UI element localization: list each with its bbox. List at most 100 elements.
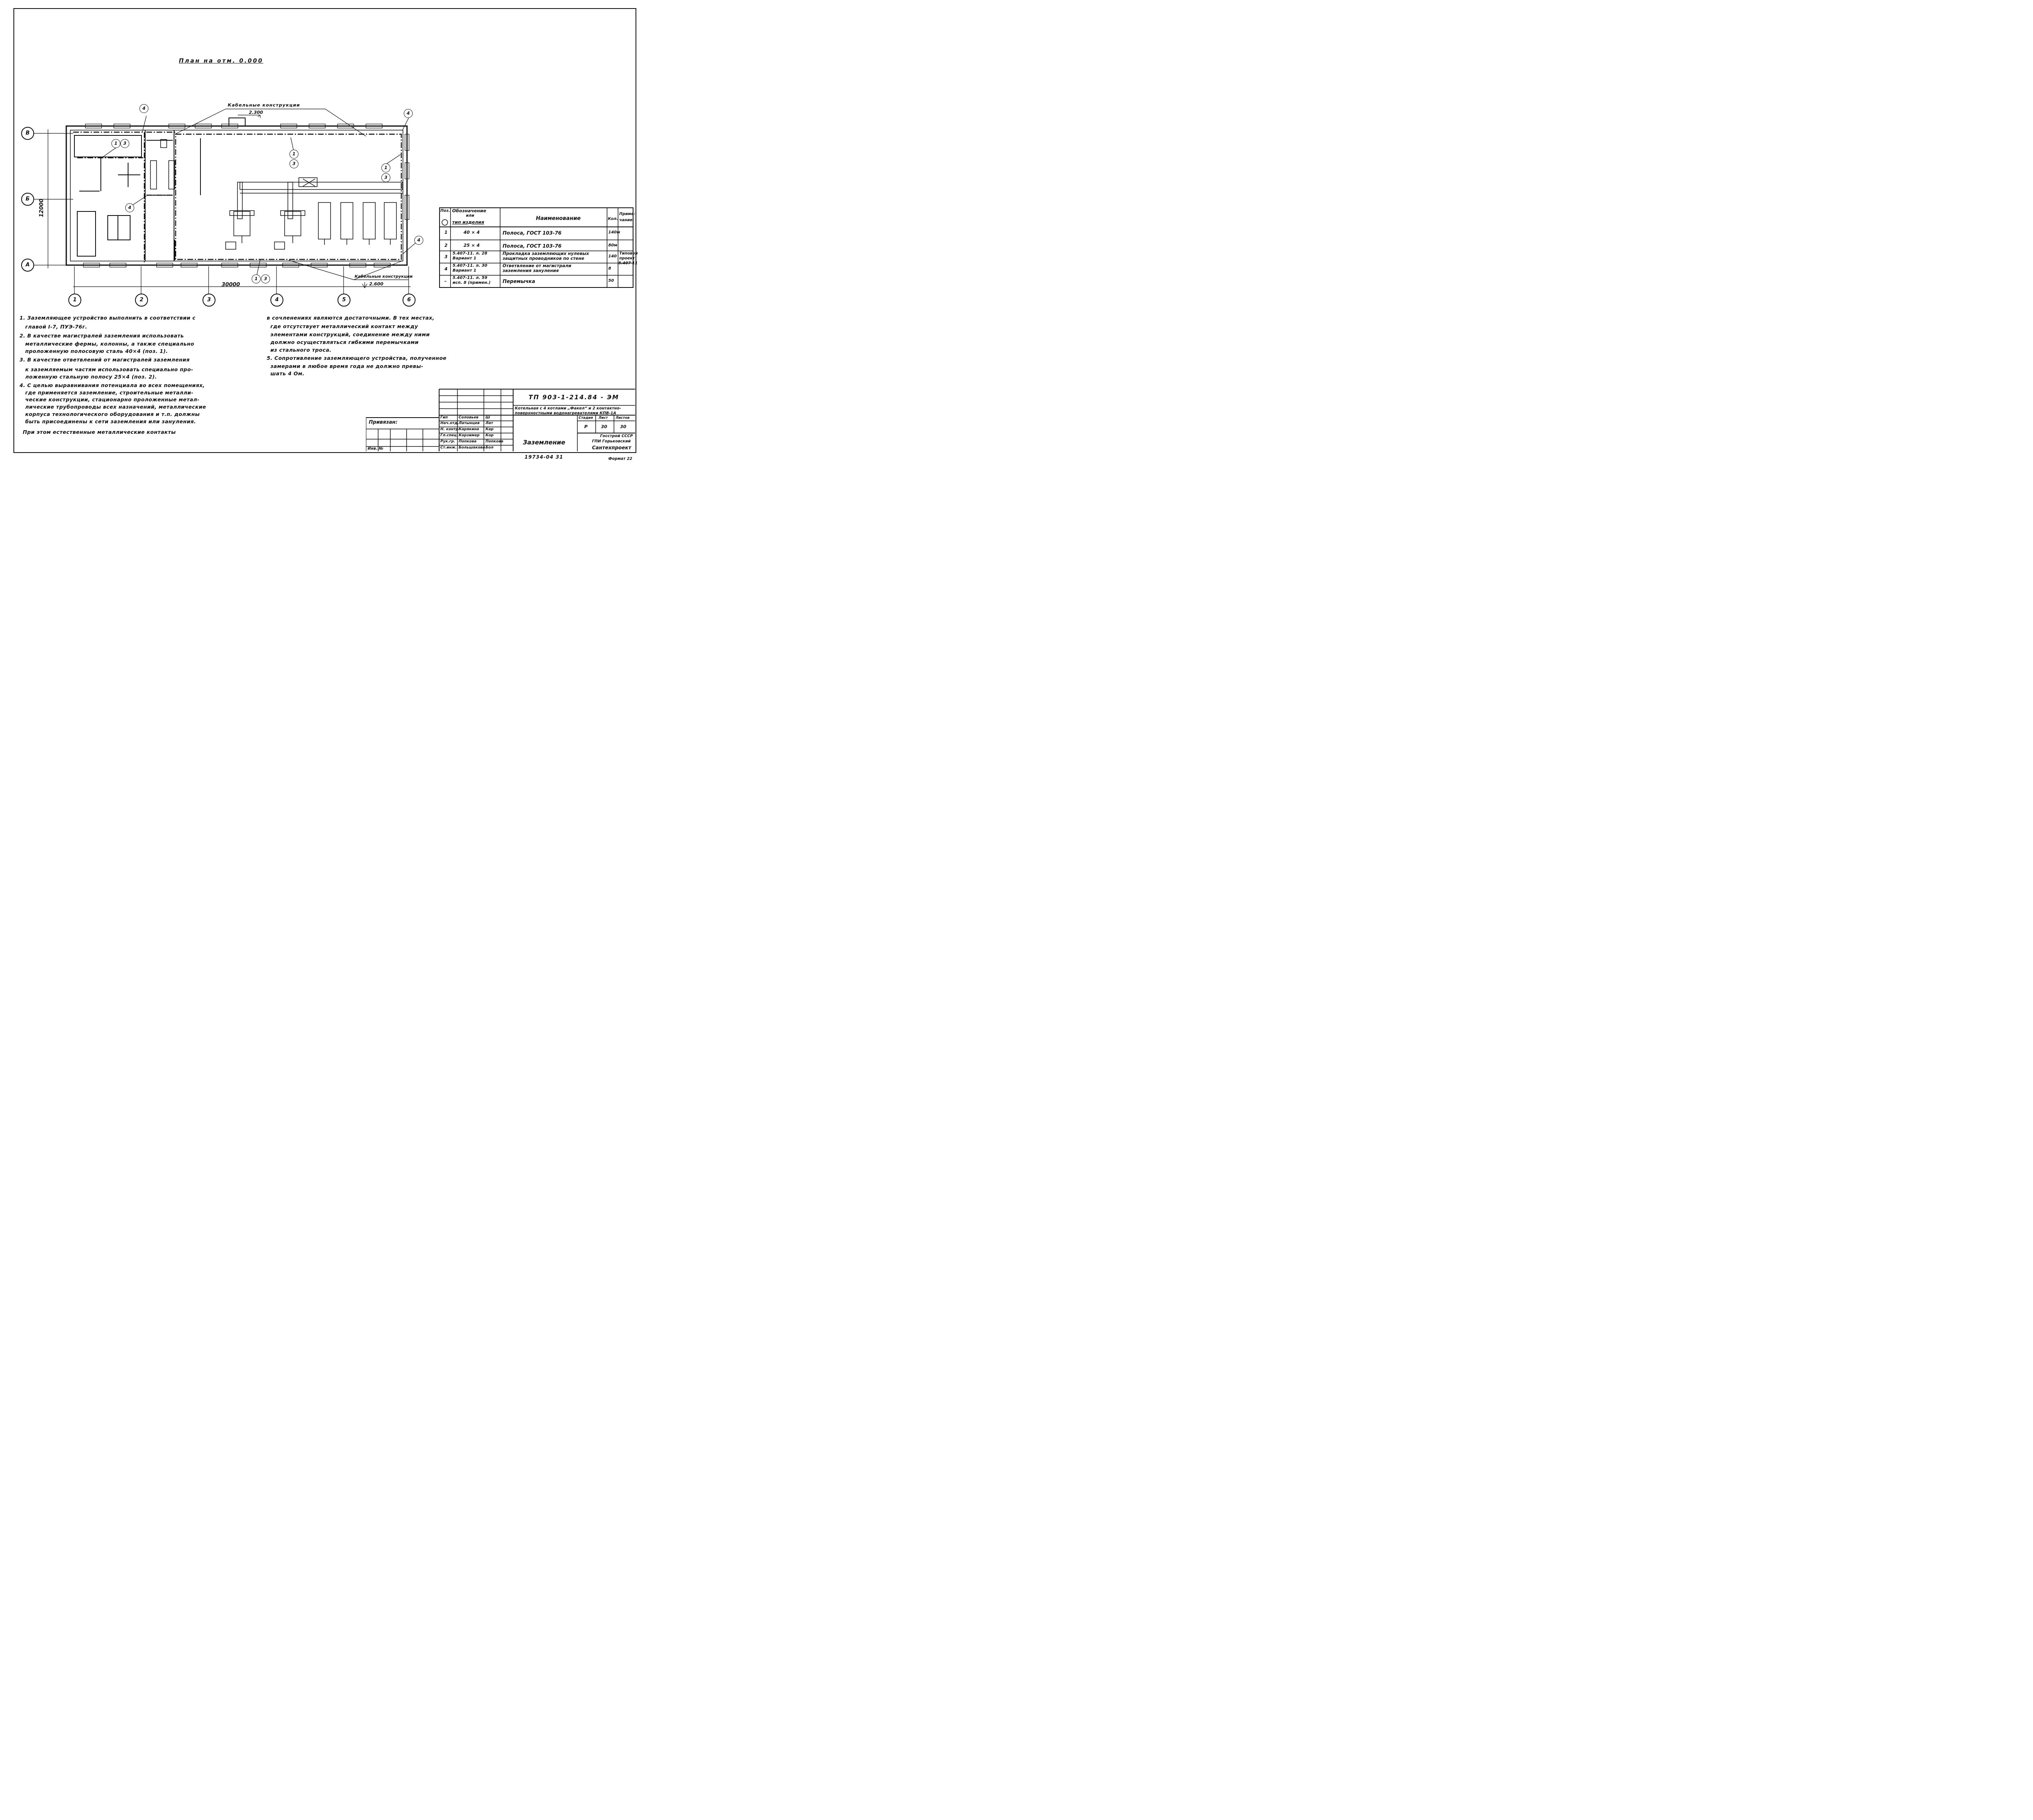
sheet-value: 30 (601, 424, 607, 429)
note-line: ложенную стальную полосу 25×4 (поз. 2). (25, 374, 157, 380)
stamp-name: Латынцев (459, 421, 480, 425)
spec-header-name: Наименование (536, 216, 581, 222)
note-line: где применяется заземление, строительные… (25, 390, 194, 396)
marker-4-top-right: 4 (404, 109, 413, 118)
spec-table-grid (439, 207, 633, 288)
privyazan-label: Привязан: (369, 419, 398, 425)
note-line: 3. В качестве ответвлений от магистралей… (20, 357, 190, 363)
stage-header: Стадия (579, 416, 593, 420)
marker-3-top: 3 (289, 159, 298, 168)
spec-row-designation: 40 × 4 (464, 230, 480, 235)
spec-row-pos: – (444, 279, 447, 284)
marker-3-room: 3 (120, 139, 129, 148)
note-line: 4. С целью выравнивания потенциала во вс… (20, 382, 205, 388)
axis-bubble-1: 1 (68, 294, 81, 307)
axis-bubble-6: 6 (403, 294, 416, 307)
plan-title: План на отм. 0.000 (179, 58, 263, 64)
marker-1-right: 1 (381, 163, 390, 172)
sheet-title: Заземление (523, 439, 566, 446)
marker-3-right: 3 (381, 173, 390, 182)
dimension-total: 30000 (222, 282, 240, 288)
stamp-signature: Бол (485, 446, 494, 450)
axis-bubble-a: А (21, 259, 34, 272)
stamp-name: Соловьев (459, 416, 479, 420)
marker-4-mid: 4 (125, 203, 134, 212)
note-line: корпуса технологического оборудования и … (25, 411, 200, 417)
org-l2: ГПИ Горьковский (592, 439, 631, 444)
stamp-name: Попкова (459, 440, 477, 444)
spec-row-name: Прокладка заземляющих нулевых (503, 251, 589, 256)
spec-row-qty: 140м (608, 230, 620, 235)
floor-plan (33, 109, 417, 295)
spec-row-designation-2: исп. 8 (примен.) (453, 281, 491, 285)
axis-bubble-2: 2 (135, 294, 148, 307)
spec-row-designation: 5.407-11. л. 28 (453, 251, 488, 256)
stamp-role: Гип (440, 416, 448, 420)
cable-level-bottom: 2.600 (369, 281, 383, 287)
spec-header-note-l2: чание (619, 218, 633, 222)
spec-row-name-2: заземления зануления (503, 268, 559, 273)
stamp-signature: Кор (485, 433, 494, 438)
inv-label: Инв. № (368, 446, 383, 451)
spec-row-name: Полоса, ГОСТ 103-76 (503, 230, 562, 236)
spec-header-pos: Поз. (440, 209, 450, 213)
axis-bubble-5: 5 (337, 294, 350, 307)
project-title-l1: Котельная с 4 котлами „Факел“ и 2 контак… (515, 406, 621, 411)
note-line: проложенную полосовую сталь 40×4 (поз. 1… (25, 348, 168, 354)
stamp-name: Корзимер (459, 433, 480, 438)
note-line: в сочленениях являются достаточными. В т… (267, 315, 435, 321)
note-line: При этом естественные металлические конт… (23, 429, 176, 435)
spec-header-qty: Кол. (608, 217, 618, 221)
sheet-header: Лист (599, 416, 608, 420)
stamp-role: Гл.спец. (440, 433, 458, 438)
note-line: замерами в любое время года не должно пр… (270, 363, 424, 369)
dimension-height: 12000 (39, 198, 45, 217)
note-line: металлические фермы, колонны, а также сп… (25, 341, 194, 347)
spec-row-designation: 25 × 4 (464, 243, 480, 248)
project-title-l2: поверхностными водонагревателями КПВ-1А (515, 411, 616, 416)
spec-row-note-2: проект (619, 256, 635, 261)
cable-label-top: Кабельные конструкции (228, 102, 300, 108)
axis-bubble-v: В (21, 127, 34, 140)
stamp-name: Карякина (459, 427, 479, 431)
marker-1-bottom: 1 (252, 274, 261, 283)
title-block-grid (366, 389, 635, 451)
axis-bubble-4: 4 (270, 294, 283, 307)
spec-row-designation-2: Вариант 1 (453, 268, 477, 273)
stamp-name: Большакова (459, 446, 485, 450)
note-line: где отсутствует металлический контакт ме… (270, 323, 418, 329)
cable-label-bottom: Кабельные конструкции (355, 274, 413, 279)
sheets-header: Листов (616, 416, 630, 420)
stage-value: Р (584, 424, 588, 429)
note-line: должно осуществляться гибкими перемычкам… (270, 339, 419, 345)
spec-row-qty: 50 (608, 279, 614, 283)
spec-row-pos: 2 (444, 243, 448, 248)
note-line: быть присоединены к сети заземления или … (25, 418, 196, 425)
axis-bubble-3: 3 (202, 294, 215, 307)
spec-row-qty: 80м (608, 243, 618, 248)
spec-row-pos: 3 (444, 254, 448, 259)
sheets-value: 30 (620, 424, 627, 429)
note-line: шать 4 Ом. (270, 370, 305, 377)
spec-row-designation: 5.407-11. л. 59 (453, 276, 488, 280)
stamp-role: Ст.инж. (440, 446, 457, 450)
spec-header-designation-l2: или (466, 213, 475, 218)
spec-row-designation-2: Вариант 1 (453, 256, 477, 261)
spec-row-qty: 140 (608, 254, 617, 259)
note-line: лические трубопроводы всех назначений, м… (25, 404, 206, 410)
org-l3: Сантехпроект (592, 445, 631, 451)
stamp-signature: Попкова (485, 440, 503, 444)
note-line: 1. Заземляющее устройство выполнить в со… (20, 315, 196, 321)
org-l1: Госстрой СССР (600, 434, 633, 438)
marker-4-top: 4 (139, 104, 148, 113)
note-line: из стального троса. (270, 347, 332, 353)
axis-bubble-b: Б (21, 193, 34, 206)
note-line: ческие конструкции, стационарно проложен… (25, 396, 200, 403)
note-line: 5. Сопротивление заземляющего устройства… (267, 355, 447, 361)
note-line: главой I-7, ПУЭ-76г. (25, 324, 87, 330)
spec-row-pos: 1 (444, 230, 448, 235)
stamp-role: Рук.гр. (440, 440, 455, 444)
marker-1-room: 1 (111, 139, 120, 148)
spec-header-designation-l1: Обозначение (452, 208, 486, 213)
stamp-role: Нач.отд. (440, 421, 459, 425)
